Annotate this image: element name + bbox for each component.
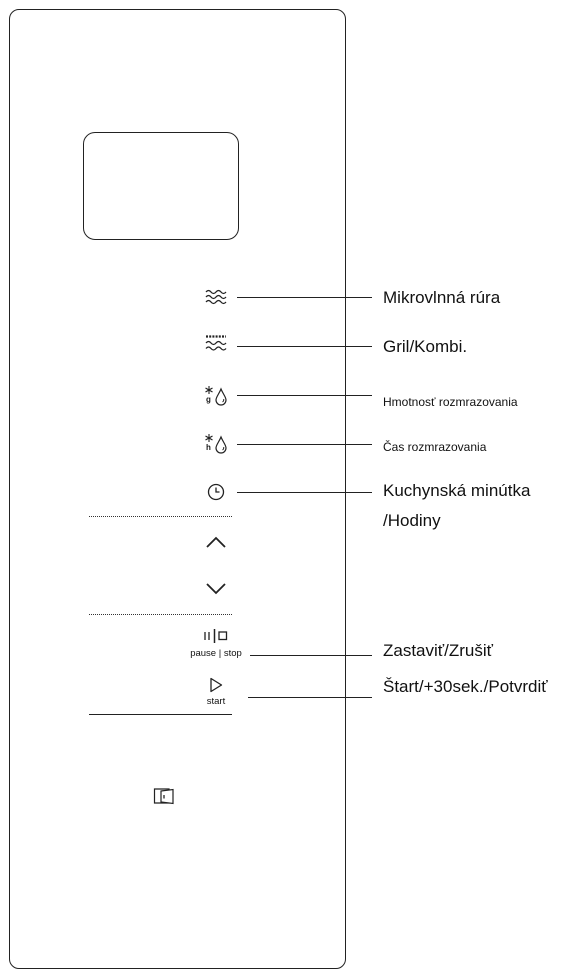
kitchen-timer-label-line2: /Hodiny <box>383 511 441 530</box>
defrost-time-label: Čas rozmrazovania <box>383 440 487 454</box>
chevron-down-icon[interactable] <box>205 582 227 596</box>
door-open-icon[interactable] <box>153 787 175 805</box>
pause-stop-icon[interactable] <box>200 629 232 643</box>
grill-leader <box>237 346 372 347</box>
stop-cancel-label: Zastaviť/Zrušiť <box>383 641 494 660</box>
defrost-weight-subscript: g <box>206 395 211 404</box>
separator-solid <box>89 714 232 715</box>
separator-dotted-top <box>89 516 232 517</box>
grill-waves-icon[interactable] <box>205 335 227 353</box>
defrost-time-subscript: h <box>206 443 211 452</box>
kitchen-timer-leader <box>237 492 372 493</box>
kitchen-timer-label: Kuchynská minútka <box>383 481 531 500</box>
stop-cancel-leader <box>250 655 372 656</box>
display-screen <box>83 132 239 240</box>
play-icon[interactable] <box>209 677 223 693</box>
pause-stop-caption: pause | stop <box>190 648 242 659</box>
start-confirm-leader <box>248 697 372 698</box>
start-confirm-label: Štart/+30sek./Potvrdiť <box>383 677 548 696</box>
defrost-weight-leader <box>237 395 372 396</box>
grill-combi-label: Gril/Kombi. <box>383 337 468 356</box>
defrost-time-icon[interactable]: h <box>204 433 230 455</box>
defrost-time-leader <box>237 444 372 445</box>
separator-dotted-bottom <box>89 614 232 615</box>
start-caption: start <box>206 696 226 707</box>
defrost-weight-icon[interactable]: g <box>204 385 230 407</box>
chevron-up-icon[interactable] <box>205 535 227 549</box>
microwave-waves-icon[interactable] <box>205 289 227 305</box>
control-panel <box>9 9 346 969</box>
defrost-weight-label: Hmotnosť rozmrazovania <box>383 395 518 409</box>
microwave-label: Mikrovlnná rúra <box>383 288 501 307</box>
microwave-leader <box>237 297 372 298</box>
clock-icon[interactable] <box>207 483 225 501</box>
